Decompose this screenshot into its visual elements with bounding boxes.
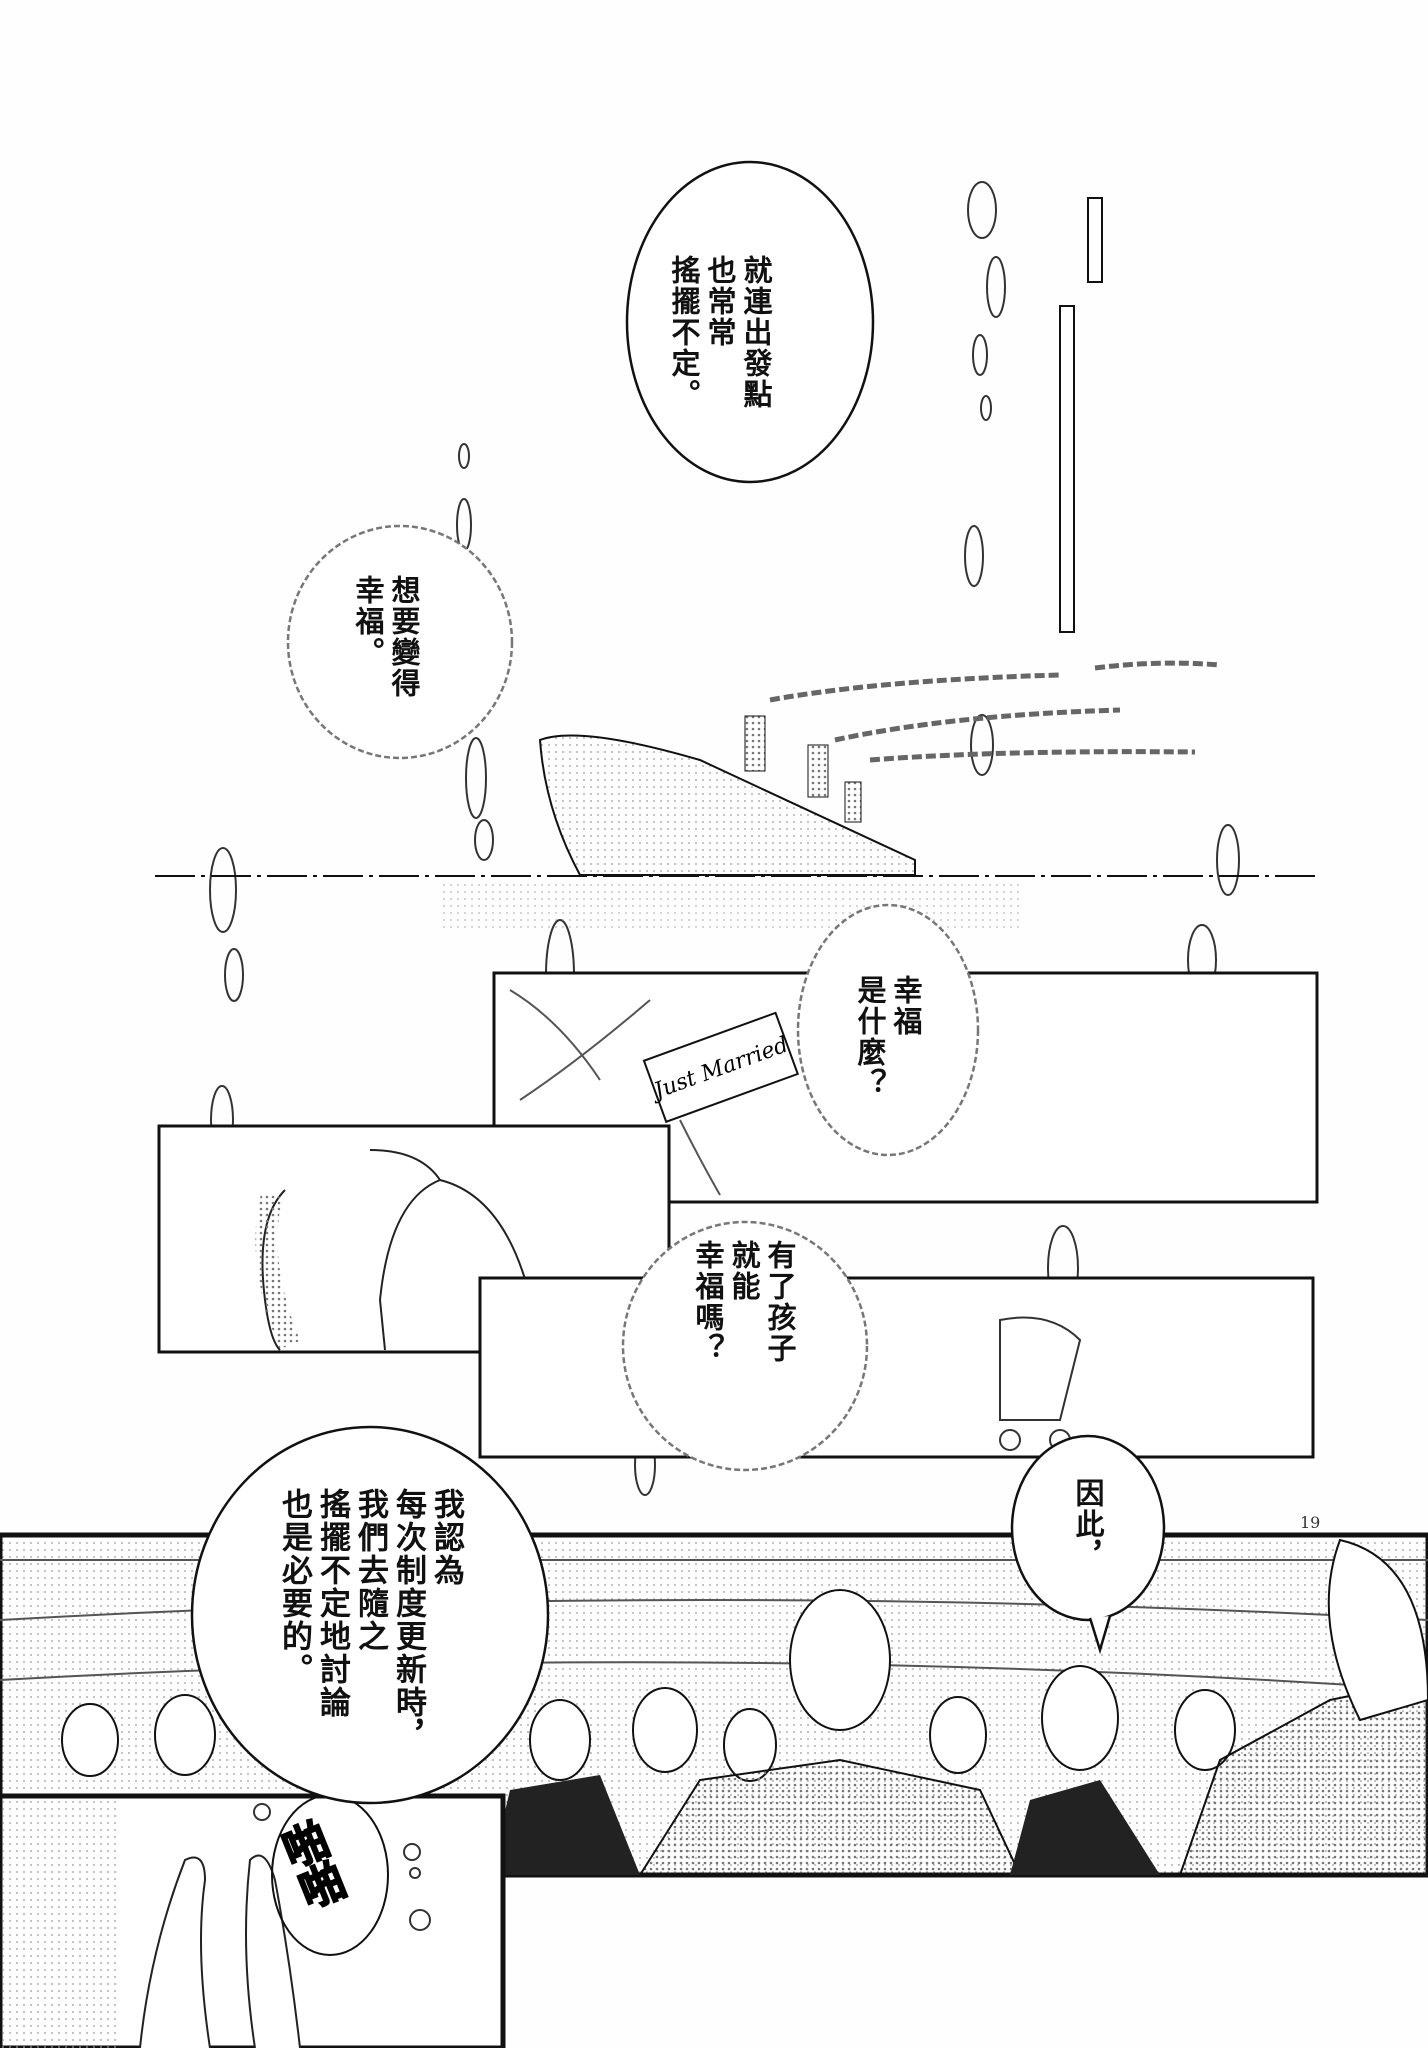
- speech-bubble-debate: 我認為 每次制度更新時， 我們去隨之 搖擺不定地討論 也是必要的。: [276, 1488, 464, 1752]
- ship-illustration: [538, 660, 1221, 876]
- speech-bubble-therefore: 因此，: [1071, 1478, 1105, 1571]
- thought-bubble-children-happiness: 有了孩子 就能 幸福嗎？: [691, 1240, 797, 1364]
- thought-bubble-want-happiness: 想要變得 幸福。: [351, 575, 421, 699]
- inset-panel-stroller: [478, 1276, 1315, 1459]
- vertical-bar: [1087, 197, 1103, 283]
- page-number: 19: [1300, 1513, 1321, 1532]
- thought-bubble-what-is-happiness: 幸福 是什麼？: [853, 975, 923, 1099]
- clapping-hands-panel: [0, 1793, 506, 2048]
- speech-bubble-shapes: [190, 160, 1166, 1805]
- vertical-bar: [1059, 305, 1075, 633]
- speech-bubble-starting-point: 就連出發點 也常常 搖擺不定。: [667, 255, 773, 410]
